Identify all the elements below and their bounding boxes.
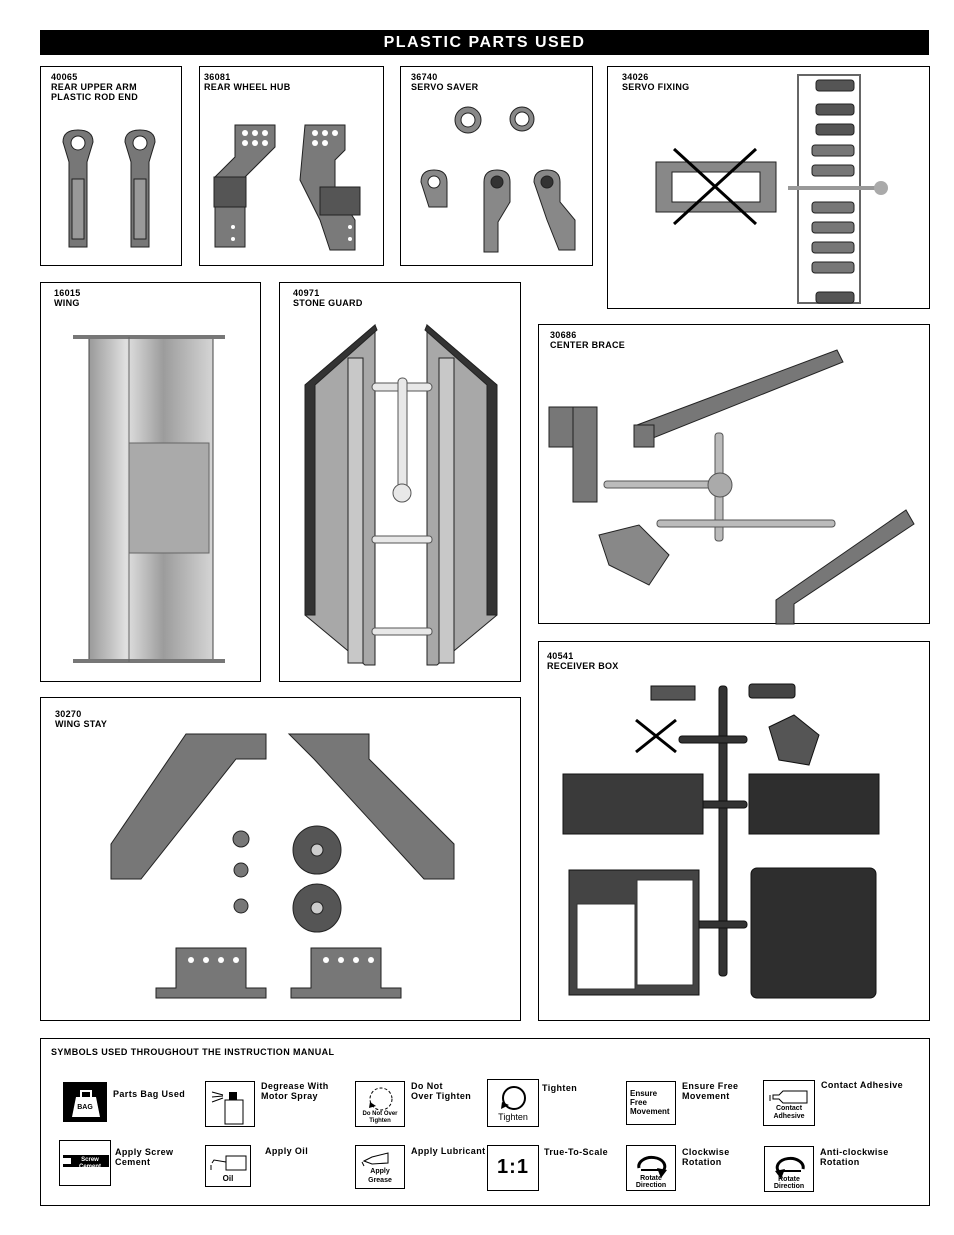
oil-can-icon: Oil [205,1145,251,1187]
part-code: 36081 [204,72,231,82]
symbol-label: Anti-clockwise [820,1147,889,1157]
symbol-label: Apply Lubricant [411,1146,486,1156]
part-code: 30270 [55,709,82,719]
part-name: SERVO SAVER [411,82,479,92]
icon-caption: Contact Adhesive [773,1105,805,1120]
bag-caption: BAG [77,1104,93,1111]
symbol-label: Rotation [682,1157,722,1167]
symbol-label: Rotation [820,1157,860,1167]
part-name: RECEIVER BOX [547,661,619,671]
scale-icon: 1:1 [487,1145,539,1191]
screw-cement-icon: Screw Cement [59,1140,111,1186]
part-name: REAR WHEEL HUB [204,82,291,92]
symbol-label: Cement [115,1157,151,1167]
symbol-label: Parts Bag Used [113,1089,186,1099]
symbol-label: Degrease With [261,1081,329,1091]
wheel-hub-drawing [213,124,361,251]
part-name: SERVO FIXING [622,82,690,92]
center-brace-drawing [548,349,915,625]
symbol-label: Movement [682,1091,730,1101]
part-name: PLASTIC ROD END [51,92,139,102]
part-code: 40065 [51,72,78,82]
spray-can-icon [205,1081,255,1127]
wing-drawing [73,335,225,663]
icon-caption: Apply Grease [368,1168,392,1184]
symbol-label: Apply Oil [265,1146,309,1156]
icon-caption: Screw Cement [78,1157,101,1170]
part-name: CENTER BRACE [550,340,626,350]
part-name: WING [54,298,80,308]
symbol-label: Contact Adhesive [821,1080,904,1090]
rod-end-drawing [62,129,156,248]
part-name: STONE GUARD [293,298,363,308]
symbol-label: True-To-Scale [544,1147,609,1157]
part-code: 40971 [293,288,320,298]
symbol-label: Apply Screw [115,1147,174,1157]
icon-caption: Ensure Free Movement [630,1089,670,1116]
servo-fixing-drawing [655,74,888,304]
symbol-label: Clockwise [682,1147,730,1157]
do-not-over-tighten-icon: Do Not Over Tighten [355,1081,405,1127]
icon-caption: Rotate Direction [635,1175,667,1189]
bag-icon: BAG [63,1082,107,1122]
free-movement-icon: Ensure Free Movement [626,1081,676,1125]
part-name: WING STAY [55,719,108,729]
stone-guard-drawing [304,323,498,666]
part-code: 40541 [547,651,574,661]
icon-caption: Tighten [498,1112,528,1122]
symbol-label: Do Not [411,1081,443,1091]
symbols-legend: SYMBOLS USED THROUGHOUT THE INSTRUCTION … [40,1038,930,1206]
grease-tube-icon: Apply Grease [355,1145,405,1189]
symbol-label: Motor Spray [261,1091,318,1101]
part-code: 30686 [550,330,577,340]
symbol-label: Tighten [542,1083,578,1093]
anticlockwise-icon: Rotate Direction [764,1146,814,1192]
symbols-title: SYMBOLS USED THROUGHOUT THE INSTRUCTION … [51,1047,335,1057]
part-code: 34026 [622,72,649,82]
part-code: 16015 [54,288,81,298]
part-name: REAR UPPER ARM [51,82,137,92]
clockwise-icon: Rotate Direction [626,1145,676,1191]
page-title: PLASTIC PARTS USED [40,30,929,55]
symbol-label: Over Tighten [411,1091,472,1101]
icon-caption: Oil [222,1174,234,1183]
wing-stay-drawing [110,733,455,999]
icon-caption: Rotate Direction [773,1176,805,1190]
icon-caption: 1:1 [497,1156,529,1178]
icon-caption: Do Not Over Tighten [362,1111,398,1124]
receiver-box-drawing [562,683,880,999]
servo-saver-drawing [420,106,576,253]
part-code: 36740 [411,72,438,82]
symbol-label: Ensure Free [682,1081,739,1091]
adhesive-tube-icon: Contact Adhesive [763,1080,815,1126]
tighten-icon: Tighten [487,1079,539,1127]
